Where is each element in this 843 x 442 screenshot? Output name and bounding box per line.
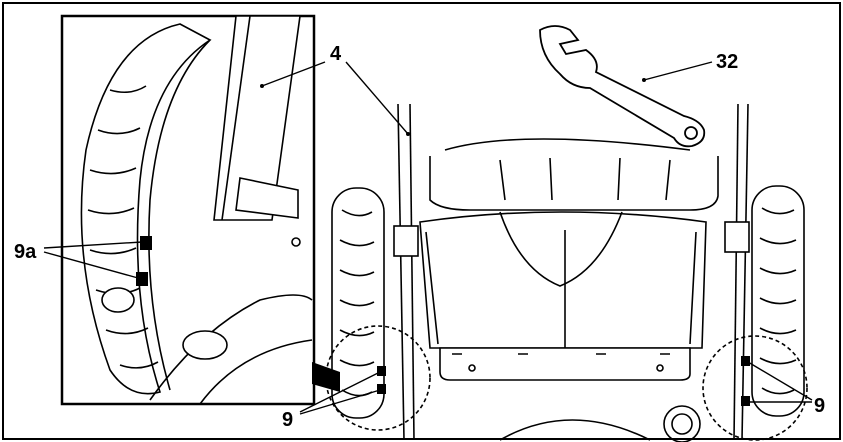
catcher-panel	[419, 211, 707, 349]
wrench-body	[539, 25, 706, 148]
callout-9a: 9a	[14, 241, 37, 263]
height-knobs	[377, 356, 750, 406]
catcher-vent	[499, 211, 623, 287]
inset-chassis-curve	[149, 294, 313, 401]
handle-clamp-left	[393, 225, 419, 257]
leader-dots	[260, 78, 646, 136]
inset-handle-tube	[213, 15, 301, 221]
leader-9-left-upper	[299, 371, 381, 413]
grass-box-top	[429, 156, 719, 211]
inset-chassis-curve-2	[199, 339, 313, 405]
wheel-right-tread	[759, 207, 797, 395]
mower-main-view	[325, 103, 808, 442]
catcher-side-edges	[425, 231, 697, 345]
inset-knob-lower	[136, 272, 148, 286]
rear-hub	[663, 405, 701, 442]
inset-cap	[182, 330, 228, 360]
leader-lines	[43, 61, 813, 415]
inset-knob-upper	[140, 236, 152, 250]
inset-bolt	[291, 237, 301, 247]
deck-strip	[439, 347, 691, 381]
inset-clamp	[235, 177, 299, 219]
wheel-left	[331, 187, 385, 419]
callout-9-left: 9	[282, 409, 293, 431]
wheel-right	[751, 185, 805, 417]
inset-handle-edge	[221, 15, 251, 221]
detail-circle-right	[702, 335, 808, 441]
handle-left-outer	[397, 103, 405, 441]
deck-bolt-right	[656, 364, 664, 372]
leader-9a-upper	[43, 241, 143, 249]
leader-4-main	[345, 61, 409, 135]
wrench-hex-socket	[684, 126, 698, 140]
callout-4: 4	[330, 43, 342, 65]
inset-wheel-inner-rim	[148, 39, 211, 391]
rear-hub-inner	[671, 413, 693, 435]
leader-4-inset	[261, 61, 326, 87]
leader-dot-4-inset	[260, 84, 264, 88]
callout-9-right: 9	[814, 395, 825, 417]
leader-9-left-lower	[299, 389, 381, 415]
handle-right-inner	[741, 103, 749, 441]
handle-clamp-right	[724, 221, 750, 253]
leader-9a-lower	[43, 251, 139, 279]
handle-left-inner	[409, 103, 415, 441]
wrench	[539, 25, 706, 148]
deck-bolt-left	[468, 364, 476, 372]
callout-32: 32	[716, 51, 738, 73]
leader-dot-4-main	[406, 132, 410, 136]
knob-left-upper	[377, 366, 386, 376]
handle-right-outer	[733, 103, 739, 441]
grass-box-ribs	[499, 157, 671, 201]
knob-right-upper	[741, 356, 750, 366]
leader-9-right-upper	[747, 361, 813, 401]
inset-pointer	[312, 362, 340, 392]
wheel-left-tread	[339, 209, 375, 397]
knob-left-lower	[377, 384, 386, 394]
chassis-arc	[499, 419, 651, 441]
knob-right-lower	[741, 396, 750, 406]
grass-box-lid	[444, 138, 691, 151]
inset-mount	[101, 287, 135, 313]
inset-view	[60, 14, 340, 406]
leader-dot-32	[642, 78, 646, 82]
leader-32	[643, 61, 713, 81]
